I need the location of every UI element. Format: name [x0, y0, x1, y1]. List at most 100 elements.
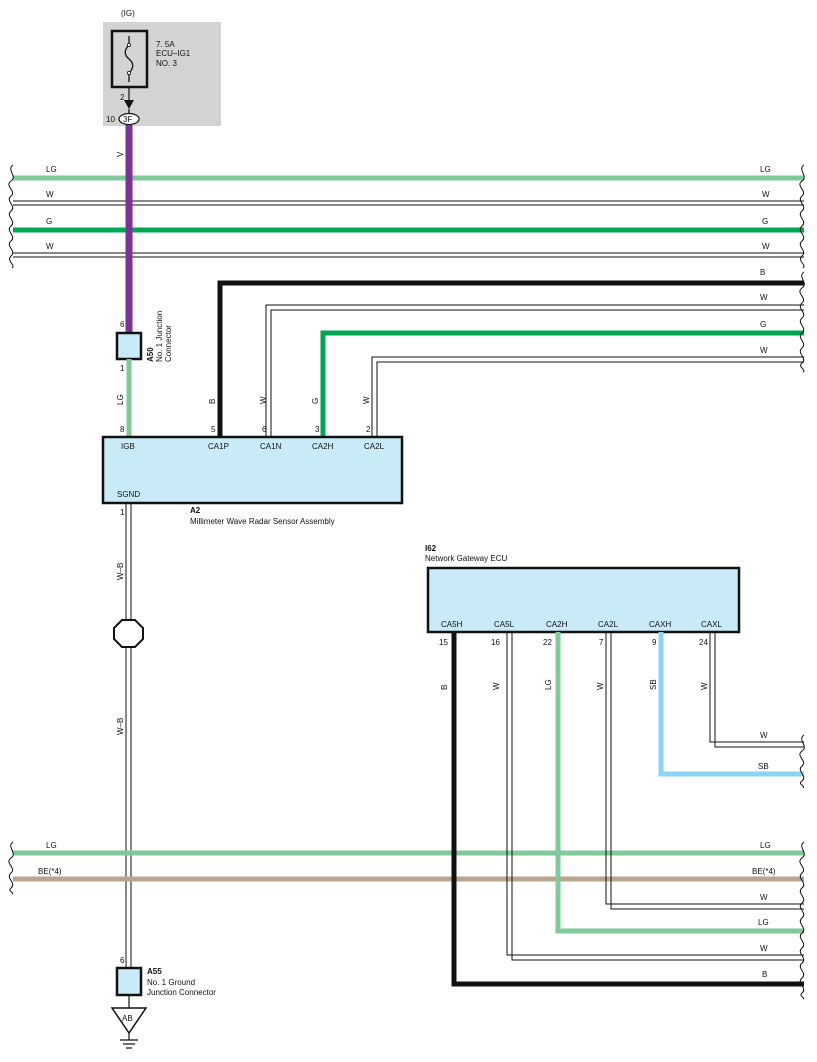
- i62-pin-2: 22: [543, 638, 552, 647]
- a50-desc2: Connector: [164, 325, 173, 362]
- connector-arrow-icon: [124, 100, 134, 109]
- a2-pin-1: 5: [211, 425, 216, 434]
- i62-right-sb: SB: [758, 762, 769, 771]
- a2-term-0: IGB: [121, 442, 135, 451]
- right-wire-bottom-label-0: W: [760, 893, 768, 902]
- i62-term-1: CA5L: [494, 620, 515, 629]
- a2-term-1: CA1P: [208, 442, 229, 451]
- a50-id: A50: [146, 347, 155, 362]
- a2-wire-label-4: W: [362, 396, 371, 404]
- i62-box: [426, 566, 741, 634]
- junction-block-ellipse: [118, 112, 140, 126]
- a2-radar-sensor-assembly: IGB CA1P CA1N CA2H CA2L SGND A2 Millimet…: [101, 435, 404, 526]
- fuse-number: NO. 3: [156, 59, 177, 68]
- a2-ground-term: SGND: [117, 490, 140, 499]
- bus-top-left-label-3: W: [46, 242, 54, 251]
- ground-wire-label-1: W–B: [116, 563, 125, 580]
- ground-icon: [120, 1039, 138, 1049]
- a55-desc1: No. 1 Ground: [147, 978, 195, 987]
- a2-id: A2: [190, 506, 201, 515]
- a2-term-4: CA2L: [364, 442, 385, 451]
- fuse-supply-label: (IG): [121, 9, 135, 18]
- bus-bottom-left-label-0: LG: [46, 841, 57, 850]
- a2-term-3: CA2H: [312, 442, 334, 451]
- a2-pin-3: 3: [315, 425, 320, 434]
- bus-top-left-label-2: G: [46, 217, 52, 226]
- right-wire-bottom-label-3: B: [762, 970, 767, 979]
- right-wire-top-label-1: W: [760, 293, 768, 302]
- i62-wire-label-2: LG: [544, 679, 553, 690]
- i62-pin-4: 9: [652, 638, 657, 647]
- a2-box: [101, 435, 404, 505]
- top-bus: LG W G W LG W G W: [8, 164, 805, 269]
- break-mark-left-top: [8, 164, 14, 269]
- break-mark-right-a2: [799, 271, 805, 373]
- fuse-pin: 2: [120, 93, 125, 102]
- a55-connector-box: [115, 966, 143, 997]
- bus-top-right-label-1: W: [762, 190, 770, 199]
- i62-id: I62: [425, 544, 437, 553]
- a2-wire-label-3: G: [311, 398, 320, 404]
- a2-pin-0: 8: [120, 425, 125, 434]
- break-mark-left-bottom: [8, 841, 14, 895]
- ground-wire-label-2: W–B: [116, 718, 125, 735]
- bus-top-right-label-3: W: [762, 242, 770, 251]
- fuse-panel: (IG) 7. 5A ECU–IG1 NO. 3 2 3F 10: [103, 9, 221, 126]
- i62-term-5: CAXL: [701, 620, 722, 629]
- a2-term-2: CA1N: [260, 442, 282, 451]
- i62-wire-label-1: W: [492, 682, 501, 690]
- a55-pin: 6: [120, 956, 125, 965]
- a50-desc1: No. 1 Junction: [155, 311, 164, 362]
- i62-pin-0: 15: [439, 638, 448, 647]
- a2-pin-2: 6: [262, 425, 267, 434]
- a50-connector-box: [115, 331, 143, 361]
- i62-right-w: W: [760, 731, 768, 740]
- i62-wire-label-4: SB: [649, 679, 658, 690]
- ground-wire-wb: 1 W–B W–B: [113, 503, 144, 968]
- fuse-icon: [124, 36, 134, 82]
- bus-top-left-label-1: W: [46, 190, 54, 199]
- wire-i62-ca5h-b: [451, 632, 804, 987]
- i62-pin-3: 7: [599, 638, 604, 647]
- i62-term-2: CA2H: [546, 620, 568, 629]
- a2-name: Millimeter Wave Radar Sensor Assembly: [190, 517, 335, 526]
- i62-pin-1: 16: [491, 638, 500, 647]
- bus-top-left-label-0: LG: [46, 165, 57, 174]
- splice-point-octagon: [113, 619, 144, 648]
- break-mark-right-i62: [799, 734, 805, 789]
- i62-wire-label-5: W: [700, 682, 709, 690]
- junction-pin: 10: [106, 115, 115, 124]
- wire-a2-ca2h-g: [320, 330, 804, 437]
- a50-pin-bottom: 1: [120, 364, 125, 373]
- i62-pin-5: 24: [699, 638, 708, 647]
- i62-term-4: CAXH: [649, 620, 671, 629]
- bottom-bus: LG BE(*4) LG BE(*4): [8, 841, 804, 895]
- wire-a2-ca1p-b: [217, 280, 804, 437]
- i62-term-3: CA2L: [598, 620, 619, 629]
- bus-top-right-label-0: LG: [760, 165, 771, 174]
- i62-wire-label-0: B: [440, 685, 449, 690]
- right-wire-bottom-label-2: W: [760, 944, 768, 953]
- a55-ground-junction-connector: 6 A55 No. 1 Ground Junction Connector AB: [110, 956, 216, 1049]
- bus-bottom-right-label-1: BE(*4): [752, 867, 776, 876]
- i62-wire-label-3: W: [596, 682, 605, 690]
- i62-term-0: CA5H: [441, 620, 463, 629]
- right-wire-top-label-2: G: [760, 320, 766, 329]
- ground-point-triangle: [110, 1007, 148, 1035]
- i62-network-gateway-ecu: I62 Network Gateway ECU CA5H CA5L CA2H C…: [425, 544, 741, 647]
- a55-desc2: Junction Connector: [147, 988, 216, 997]
- break-mark-right-bottom: [799, 841, 805, 1000]
- fuse-name: ECU–IG1: [156, 49, 191, 58]
- a2-pin-4: 2: [366, 425, 371, 434]
- wire-i62-caxh-sb: [658, 632, 804, 777]
- a50-wire-label: LG: [116, 394, 125, 405]
- right-wire-top-label-3: W: [760, 346, 768, 355]
- fuse-rating: 7. 5A: [156, 40, 175, 49]
- bus-top-right-label-2: G: [762, 217, 768, 226]
- bus-bottom-left-label-1: BE(*4): [38, 867, 62, 876]
- wire-violet-label: V: [116, 151, 125, 157]
- i62-name: Network Gateway ECU: [425, 554, 507, 563]
- a50-pin-top: 6: [120, 320, 125, 329]
- a2-wire-label-2: W: [259, 396, 268, 404]
